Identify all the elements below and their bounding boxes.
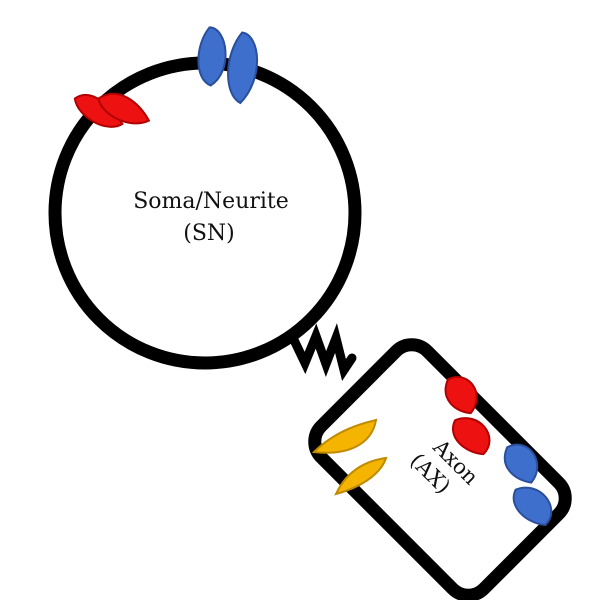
axon-yellow-channel: [311, 418, 388, 496]
soma-blue-channel: [197, 26, 259, 105]
soma-red-channel: [73, 92, 151, 128]
axon-red-channel: [444, 376, 491, 456]
soma-abbrev-label: (SN): [183, 221, 235, 246]
axon-blue-channel: [503, 443, 553, 527]
soma-label: Soma/Neurite: [133, 189, 289, 214]
axon-compartment: [308, 338, 572, 600]
coupling-resistor: [289, 323, 357, 381]
